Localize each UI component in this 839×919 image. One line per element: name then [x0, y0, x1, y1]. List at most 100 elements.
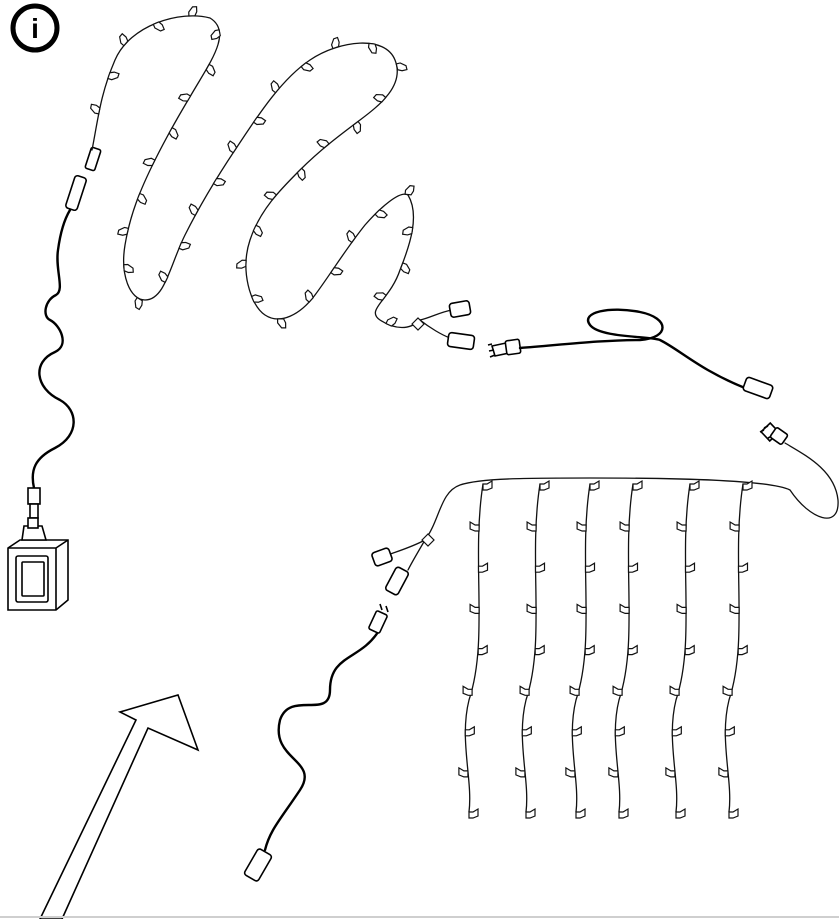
bulb: [374, 209, 388, 219]
bulb: [134, 296, 143, 311]
bulb: [718, 766, 729, 778]
bulb: [330, 36, 340, 50]
bulb: [329, 266, 344, 276]
bulb: [316, 138, 330, 149]
strand-wire: [91, 15, 421, 329]
curtain-light: [371, 421, 839, 819]
bulb: [477, 562, 489, 573]
bulb: [296, 167, 306, 182]
bulb: [464, 725, 475, 737]
bulb: [152, 21, 166, 32]
curtain-top-wire: [424, 442, 839, 541]
bulb: [519, 685, 530, 696]
bulb: [632, 479, 643, 491]
curtain-drops: [458, 479, 753, 819]
extension-cable: [487, 308, 774, 400]
bulb: [575, 807, 586, 819]
bulb: [252, 116, 267, 126]
bulb: [665, 766, 676, 778]
bulb: [107, 71, 120, 81]
bulb: [205, 63, 216, 77]
bulb: [729, 520, 740, 532]
bulb: [373, 292, 387, 301]
bulb: [276, 318, 287, 329]
info-icon[interactable]: i: [10, 3, 60, 53]
bulb: [123, 263, 134, 274]
bulb: [252, 224, 264, 238]
bulb: [300, 62, 314, 72]
power-adapter: [7, 208, 75, 611]
bulb: [526, 603, 537, 615]
bulb: [117, 226, 130, 236]
bulb: [270, 79, 281, 94]
bulb: [569, 685, 580, 696]
bulb: [619, 520, 630, 532]
adapter-cable: [31, 208, 75, 490]
bulb: [676, 603, 687, 615]
bulb: [118, 32, 129, 47]
direction-arrow: [39, 694, 200, 919]
bulb: [589, 479, 600, 491]
curtain-input-connector: [384, 566, 410, 596]
bulb: [608, 766, 619, 778]
bulb: [188, 6, 198, 17]
adapter-plug: [27, 487, 41, 505]
bulb: [458, 766, 469, 778]
bulb: [742, 479, 753, 491]
bulb: [346, 229, 357, 244]
curtain-end-cap: [371, 547, 393, 567]
string-light-strand: [65, 6, 476, 351]
bulb: [534, 562, 546, 573]
bulb: [728, 807, 739, 819]
bulb: [515, 766, 526, 778]
bulb: [722, 685, 733, 696]
bulb: [212, 177, 227, 187]
bulb: [177, 93, 192, 102]
bulb: [669, 685, 680, 696]
bulb: [482, 479, 493, 491]
bulb: [737, 644, 748, 656]
bulb: [565, 766, 576, 778]
bulb: [724, 725, 735, 737]
bulb: [367, 42, 378, 54]
bulb: [136, 192, 148, 206]
bulb: [395, 62, 408, 72]
bulb: [729, 603, 740, 615]
bulb: [584, 644, 595, 656]
bulb: [168, 126, 179, 140]
strand-bulbs: [90, 6, 415, 329]
bulb: [612, 685, 623, 696]
bulb: [576, 520, 587, 532]
bulb: [385, 316, 398, 327]
bulb: [372, 93, 387, 103]
bulb: [521, 725, 532, 737]
bulb: [236, 259, 247, 269]
bulb: [614, 725, 625, 737]
bulb: [576, 603, 587, 615]
bulb: [462, 685, 473, 696]
bulb: [689, 479, 700, 491]
bulb: [684, 644, 695, 656]
bulb: [676, 520, 687, 532]
bulb: [619, 603, 630, 615]
bulb: [627, 562, 639, 573]
adapter-pin: [29, 503, 39, 519]
bulb: [534, 644, 545, 656]
bulb: [671, 725, 682, 737]
bulb: [675, 807, 686, 819]
bulb: [142, 157, 156, 167]
bulb: [737, 562, 749, 573]
bulb: [263, 191, 278, 201]
bulb: [210, 29, 221, 41]
strand-end-cap: [448, 300, 472, 318]
strand-output-connector: [446, 331, 476, 351]
strand-input-connector: [65, 174, 87, 212]
bulb: [178, 241, 192, 251]
bulb: [401, 226, 414, 236]
bulb: [250, 294, 264, 303]
bulb: [539, 479, 550, 491]
bulb: [404, 185, 415, 196]
bulb: [468, 807, 479, 819]
